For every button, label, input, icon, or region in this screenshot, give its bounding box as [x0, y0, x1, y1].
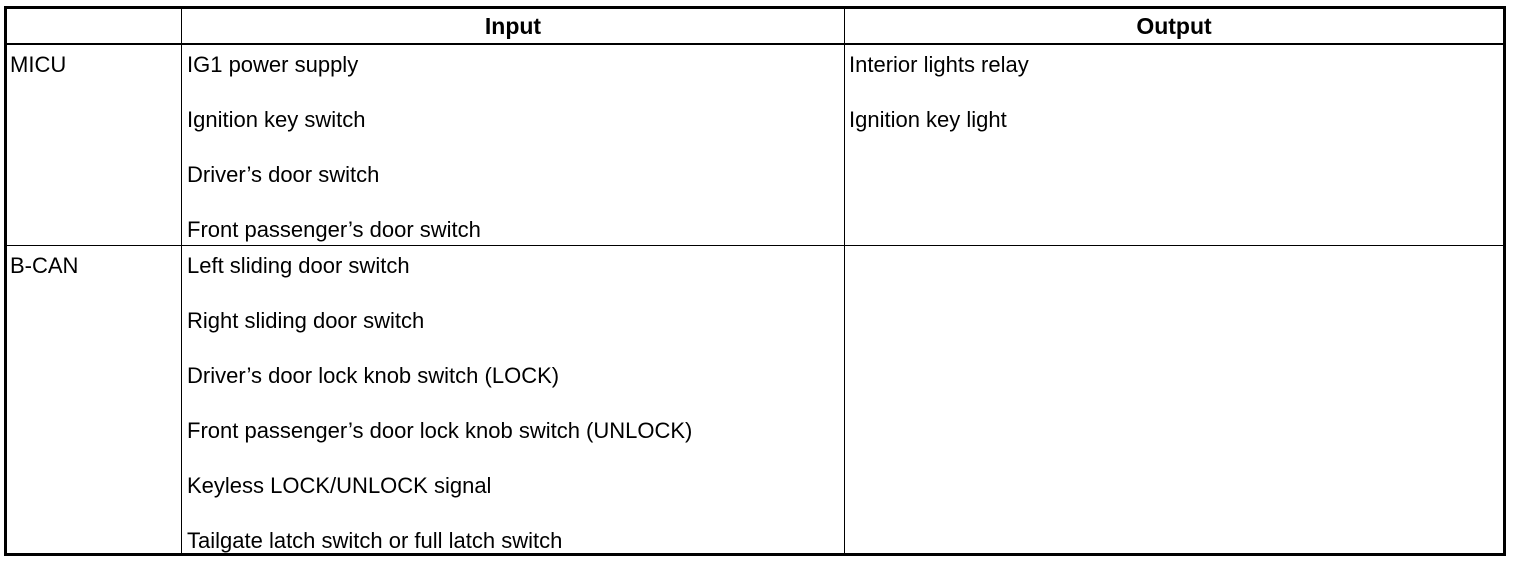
- table-row-micu: MICU IG1 power supply Ignition key switc…: [7, 45, 1503, 246]
- input-item: Driver’s door switch: [187, 162, 380, 187]
- input-item: Ignition key switch: [187, 107, 366, 132]
- input-item: Front passenger’s door lock knob switch …: [187, 418, 693, 443]
- header-cell-blank: [7, 9, 182, 43]
- input-item: Driver’s door lock knob switch (LOCK): [187, 363, 560, 388]
- input-item: Tailgate latch switch or full latch swit…: [187, 528, 563, 553]
- input-list: IG1 power supply Ignition key switch Dri…: [187, 52, 481, 272]
- input-item: Front passenger’s door switch: [187, 217, 481, 242]
- row-label-cell: B-CAN: [7, 246, 182, 553]
- header-cell-input: Input: [182, 9, 845, 43]
- input-item: Right sliding door switch: [187, 308, 425, 333]
- row-label-bcan: B-CAN: [10, 253, 79, 278]
- input-item: Left sliding door switch: [187, 253, 410, 278]
- input-list: Left sliding door switch Right sliding d…: [187, 253, 692, 583]
- output-cell: Interior lights relay Ignition key light: [845, 45, 1503, 245]
- output-cell-empty: [845, 246, 1503, 553]
- input-item: Keyless LOCK/UNLOCK signal: [187, 473, 492, 498]
- row-label-cell: MICU: [7, 45, 182, 245]
- header-cell-output: Output: [1136, 13, 1212, 39]
- row-label-micu: MICU: [10, 52, 67, 77]
- table-header-row: Input Output: [7, 9, 1503, 45]
- input-cell: Left sliding door switch Right sliding d…: [182, 246, 845, 553]
- input-item: IG1 power supply: [187, 52, 359, 77]
- input-cell: IG1 power supply Ignition key switch Dri…: [182, 45, 845, 245]
- output-list: Interior lights relay Ignition key light: [849, 52, 1029, 162]
- table-row-bcan: B-CAN Left sliding door switch Right sli…: [7, 246, 1503, 553]
- input-output-table: Input Output MICU IG1 power supply Ignit…: [4, 6, 1506, 556]
- output-item: Ignition key light: [849, 107, 1007, 132]
- output-item: Interior lights relay: [849, 52, 1029, 77]
